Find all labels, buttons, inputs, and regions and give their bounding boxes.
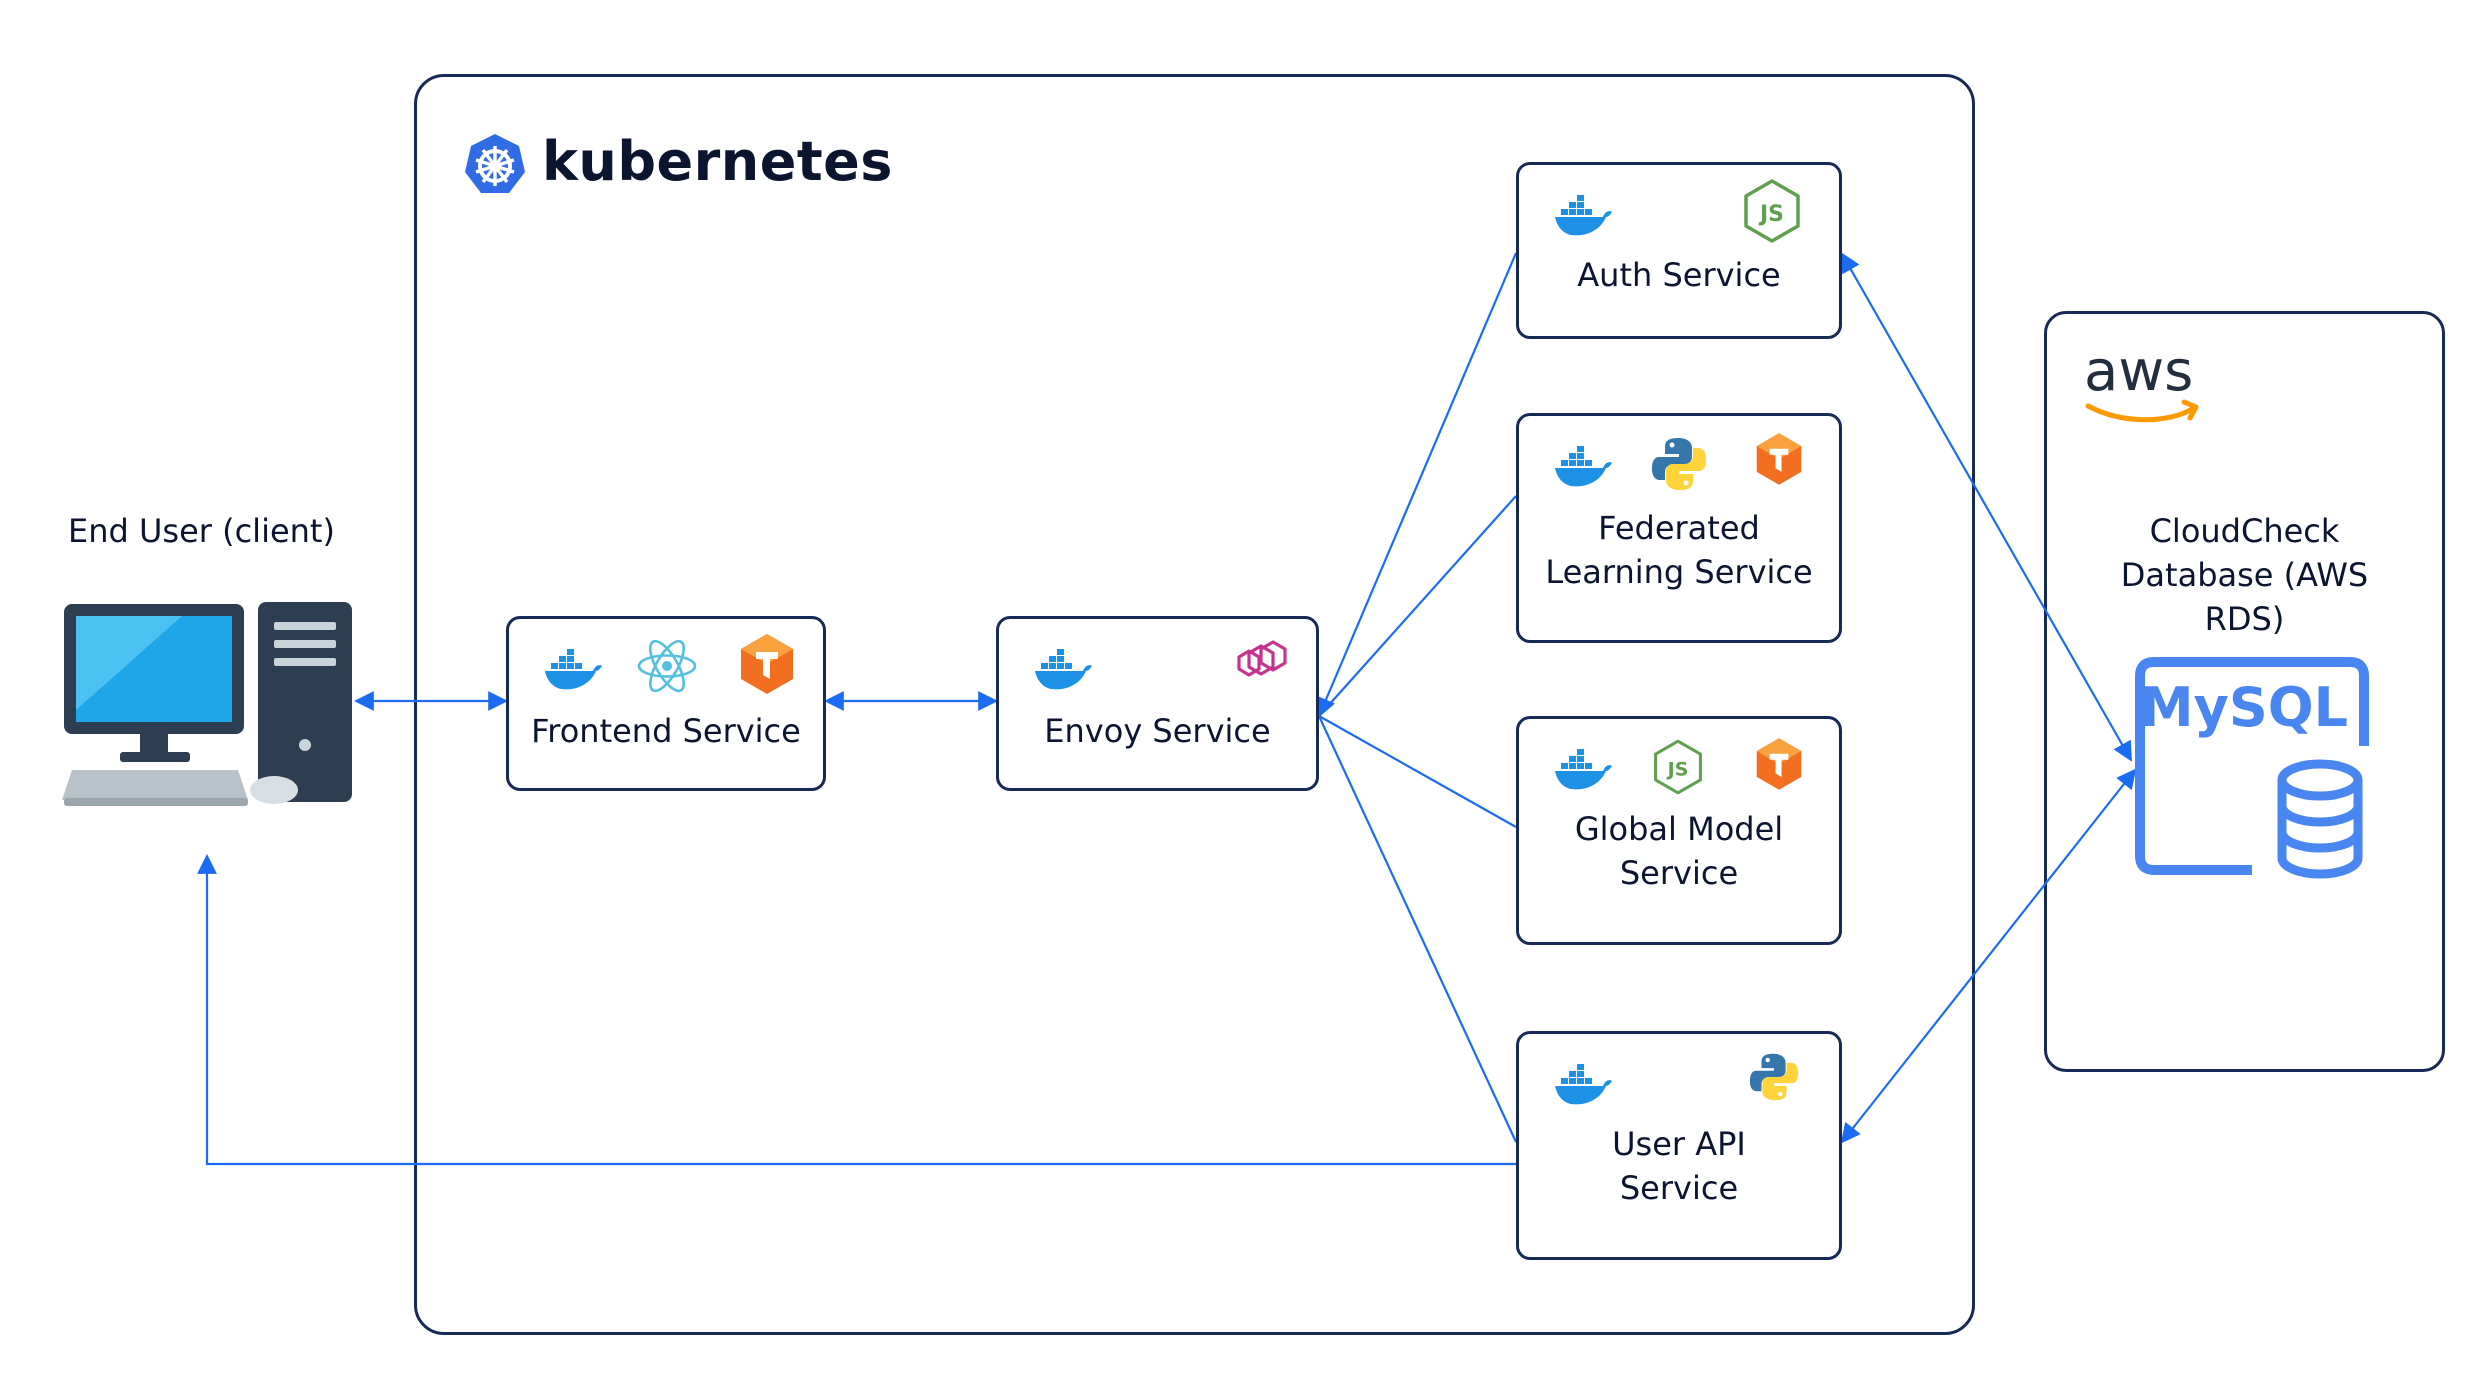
global-model-label-line1: Global Model bbox=[1574, 810, 1784, 848]
python-icon bbox=[1651, 436, 1707, 492]
docker-icon bbox=[1553, 195, 1613, 237]
userapi-db-arrow bbox=[1840, 768, 2137, 1144]
auth-service-box[interactable]: JS Auth Service bbox=[1516, 162, 1842, 339]
database-label-line3: RDS) bbox=[2204, 600, 2285, 638]
kubernetes-label: kubernetes bbox=[542, 130, 893, 193]
tensorflow-icon bbox=[1755, 737, 1803, 791]
database-label-line2: Database (AWS bbox=[2120, 556, 2369, 594]
user-api-label-line2: Service bbox=[1619, 1169, 1739, 1207]
federated-learning-label-line1: Federated bbox=[1598, 509, 1760, 547]
envoy-icon bbox=[1227, 640, 1289, 687]
federated-learning-service-box[interactable]: Federated Learning Service bbox=[1516, 413, 1842, 643]
tensorflow-icon bbox=[739, 633, 795, 695]
frontend-service-box[interactable]: Frontend Service bbox=[506, 616, 826, 791]
mysql-logo-text: MySQL bbox=[2140, 676, 2348, 739]
auth-service-label: Auth Service bbox=[1577, 256, 1781, 294]
userapi-client-return-arrow bbox=[197, 854, 1516, 1166]
user-api-label-line1: User API bbox=[1612, 1125, 1746, 1163]
tensorflow-icon bbox=[1755, 432, 1803, 486]
desktop-computer-icon bbox=[62, 600, 358, 810]
docker-icon bbox=[1553, 1064, 1613, 1106]
kubernetes-icon bbox=[462, 132, 528, 198]
global-model-label-line2: Service bbox=[1619, 854, 1739, 892]
aws-logo-text: aws bbox=[2084, 339, 2193, 404]
nodejs-icon: JS bbox=[1653, 739, 1703, 795]
docker-icon bbox=[1033, 649, 1093, 691]
nodejs-icon: JS bbox=[1743, 179, 1801, 243]
database-label-line1: CloudCheck bbox=[2149, 512, 2340, 550]
federated-learning-label-line2: Learning Service bbox=[1545, 553, 1813, 591]
mysql-database-icon: MySQL bbox=[2132, 656, 2376, 882]
docker-icon bbox=[1553, 749, 1613, 791]
aws-logo: aws bbox=[2082, 339, 2208, 430]
docker-icon bbox=[543, 649, 603, 691]
react-icon bbox=[635, 635, 699, 697]
docker-icon bbox=[1553, 446, 1613, 488]
envoy-federated-line bbox=[1318, 495, 1517, 717]
frontend-service-label: Frontend Service bbox=[531, 712, 801, 750]
global-model-service-box[interactable]: JS Global Model Service bbox=[1516, 716, 1842, 945]
svg-text:JS: JS bbox=[1666, 759, 1689, 781]
client-label: End User (client) bbox=[68, 512, 335, 550]
envoy-userapi-line bbox=[1318, 715, 1517, 1143]
python-icon bbox=[1749, 1052, 1799, 1102]
envoy-globalmodel-line bbox=[1318, 715, 1517, 828]
svg-text:JS: JS bbox=[1758, 202, 1784, 227]
auth-db-arrow bbox=[1841, 252, 2132, 762]
envoy-service-label: Envoy Service bbox=[1044, 712, 1271, 750]
user-api-service-box[interactable]: User API Service bbox=[1516, 1031, 1842, 1260]
envoy-auth-line bbox=[1316, 252, 1518, 718]
envoy-service-box[interactable]: Envoy Service bbox=[996, 616, 1319, 791]
